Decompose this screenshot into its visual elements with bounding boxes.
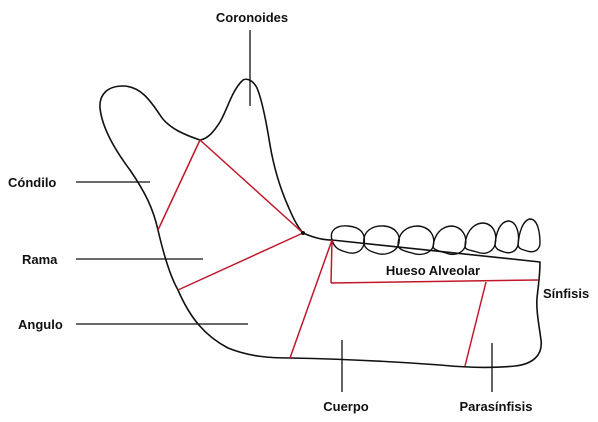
alveolar-ramus-edge: [331, 240, 332, 283]
tooth: [465, 223, 496, 253]
cuerpo-label: Cuerpo: [323, 399, 369, 414]
alveolar-lower-line: [331, 280, 538, 283]
coronoides-label: Coronoides: [216, 10, 288, 25]
tooth: [433, 226, 466, 254]
parasinfisis-label: Parasínfisis: [460, 399, 533, 414]
coronoid-base-line: [200, 140, 303, 233]
junction-point: [301, 231, 305, 235]
tooth: [364, 226, 399, 254]
rama-label: Rama: [22, 252, 58, 267]
coronoid-notch-line: [158, 140, 200, 230]
tooth: [518, 219, 540, 252]
ramus-angle-line: [178, 233, 303, 290]
sinfisis-label: Sínfisis: [543, 286, 589, 301]
parasymphysis-line: [465, 282, 486, 366]
leader-lines: [76, 30, 492, 392]
body-front-line: [290, 240, 332, 358]
tooth: [331, 226, 364, 253]
teeth: [331, 219, 540, 254]
tooth: [495, 221, 519, 253]
angulo-label: Angulo: [18, 317, 63, 332]
hueso-alveolar-label: Hueso Alveolar: [386, 263, 480, 278]
condilo-label: Cóndilo: [8, 175, 56, 190]
